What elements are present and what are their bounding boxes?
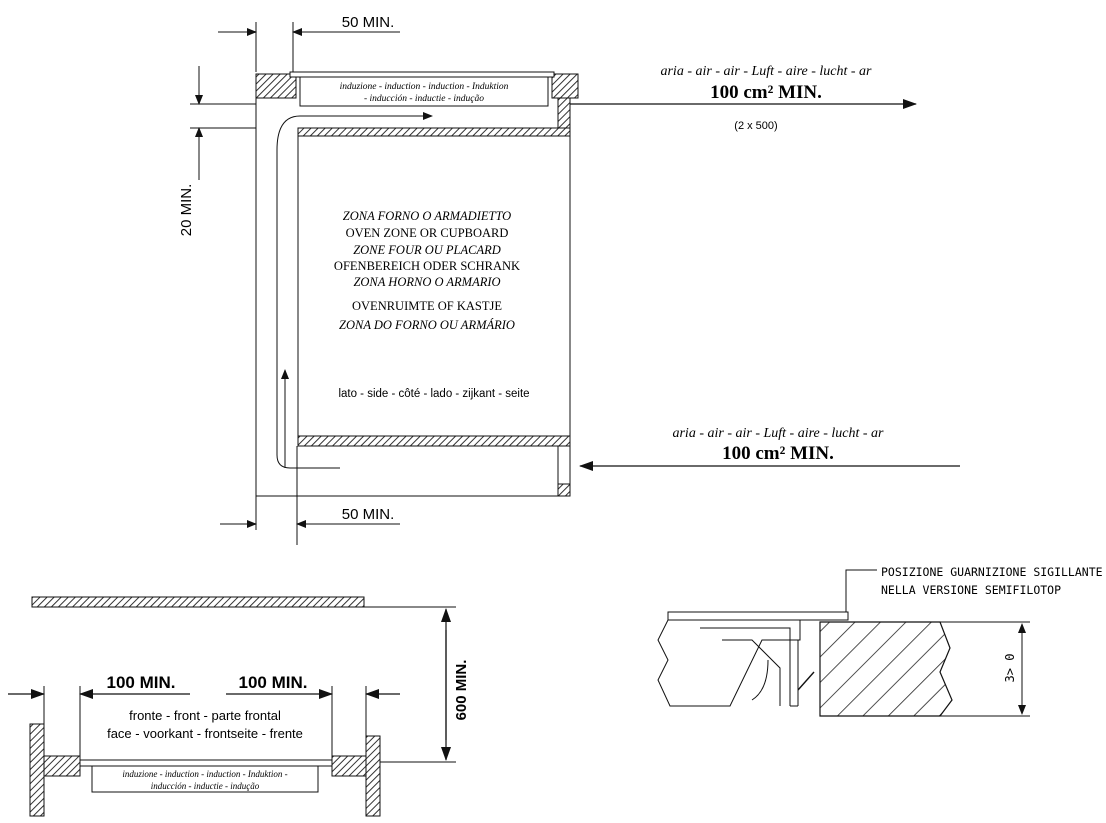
fixing-bracket [789,640,799,707]
right-worktop [331,755,367,777]
rear-wall [31,596,365,608]
hob-label-line1: induzione - induction - induction - Indu… [122,769,287,779]
oven-zone-es: ZONA HORNO O ARMARIO [353,275,500,289]
height-dimension: 20 MIN. [178,66,256,236]
worktop-section [819,621,953,717]
air-out-label: aria - air - air - Luft - aire - lucht -… [660,64,872,79]
hob-label-line1: induzione - induction - induction - Indu… [340,82,509,92]
front-label-line1: fronte - front - parte frontal [129,708,281,723]
top-diagram: 50 MIN. 20 MIN. induzione - induction - … [178,14,960,545]
bottom-left-diagram: 600 MIN. induzione - induction - inducti… [8,596,470,817]
oven-zone-pt: ZONA DO FORNO OU ARMÁRIO [339,318,515,332]
hob [299,75,549,107]
oven-bottom-shelf [297,435,571,447]
bottom-gap-dimension: 50 MIN. [220,446,400,545]
dim-vertical-label: 600 MIN. [453,660,470,721]
seal-label-line2: NELLA VERSIONE SEMIFILOTOP [881,583,1061,597]
hob-body [657,619,801,707]
air-in-value: 100 cm² MIN. [722,443,834,464]
left-side-wall [29,723,45,817]
hob-front-view [91,765,319,793]
oven-zone-it: ZONA FORNO O ARMADIETTO [343,209,511,223]
right-side-wall [365,735,381,817]
height-label: 20 MIN. [178,184,195,237]
left-worktop [43,755,81,777]
side-label: lato - side - côté - lado - zijkant - se… [338,388,529,400]
oven-zone-en: OVEN ZONE OR CUPBOARD [346,226,509,240]
bottom-right-diagram: POSIZIONE GUARNIZIONE SIGILLANTE NELLA V… [657,565,1103,717]
airflow-path [276,112,433,469]
front-label-line2: face - voorkant - frontseite - frente [107,726,303,741]
oven-zone-nl: OVENRUIMTE OF KASTJE [352,299,502,313]
dim-right-label: 100 MIN. [239,673,308,692]
bottom-gap-label: 50 MIN. [342,506,395,523]
dim-left-label: 100 MIN. [107,673,176,692]
oven-zone-de: OFENBEREICH ODER SCHRANK [334,259,520,273]
seal-label-line1: POSIZIONE GUARNIZIONE SIGILLANTE [881,565,1103,579]
air-out-value: 100 cm² MIN. [710,82,822,103]
dim-thickness-label: 3> 0 [1003,654,1017,683]
hob-label-line2: inducción - inductie - indução [151,781,260,791]
worktop-right [551,73,579,99]
air-out-note: (2 x 500) [734,120,777,132]
top-gap-label: 50 MIN. [342,14,395,31]
oven-top-shelf [297,127,571,137]
oven-zone-fr: ZONE FOUR OU PLACARD [353,243,501,257]
glass-top [667,611,849,621]
worktop-left [255,73,297,99]
hob-label-line2: - inducción - inductie - indução [364,94,484,104]
top-gap-dimension: 50 MIN. [218,14,400,72]
air-in-label: aria - air - air - Luft - aire - lucht -… [672,426,884,441]
